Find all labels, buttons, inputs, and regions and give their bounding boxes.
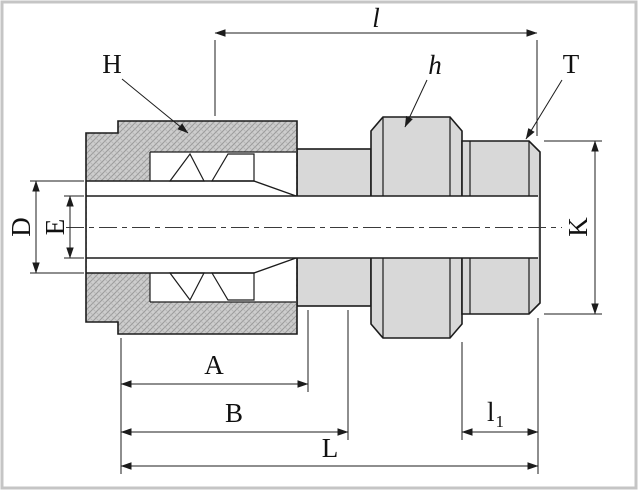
dimension-l: l	[214, 3, 538, 136]
dimension-A: A	[120, 310, 309, 474]
seat-taper-top	[253, 180, 297, 197]
fitting-part	[66, 116, 562, 339]
callout-T: T	[525, 49, 580, 140]
dim-label-l1: l1	[487, 397, 504, 431]
leader-line	[121, 78, 189, 134]
dim-label-l1-subscript: 1	[496, 412, 505, 431]
dimension-L: L	[120, 433, 539, 470]
dim-label-K: K	[563, 217, 593, 237]
dim-label-E: E	[40, 219, 70, 236]
dimension-D: D	[6, 180, 84, 274]
dimensions: l H h T D E	[6, 3, 602, 474]
callout-H: H	[102, 49, 189, 134]
leader-line	[525, 79, 563, 140]
dimension-K: K	[544, 140, 602, 315]
dim-label-B: B	[225, 398, 243, 428]
dim-label-H: H	[102, 49, 122, 79]
dim-label-L: L	[322, 433, 339, 463]
dimension-l1: l1	[461, 318, 539, 474]
callout-h: h	[404, 50, 442, 128]
dimension-B: B	[120, 310, 349, 440]
dim-label-h: h	[428, 50, 442, 80]
dim-label-l1-base: l	[487, 397, 495, 427]
dim-label-l: l	[372, 3, 380, 33]
dim-label-D: D	[6, 217, 36, 237]
leader-line	[404, 79, 428, 128]
dimension-E: E	[40, 195, 84, 259]
ferrules	[168, 152, 255, 302]
back-ferrule-bottom	[168, 272, 205, 302]
back-ferrule-top	[168, 152, 205, 182]
dim-label-A: A	[204, 350, 224, 380]
front-ferrule-bottom	[210, 272, 255, 301]
front-ferrule-top	[210, 153, 255, 182]
dim-label-T: T	[563, 49, 580, 79]
seat-taper-bottom	[253, 257, 297, 274]
